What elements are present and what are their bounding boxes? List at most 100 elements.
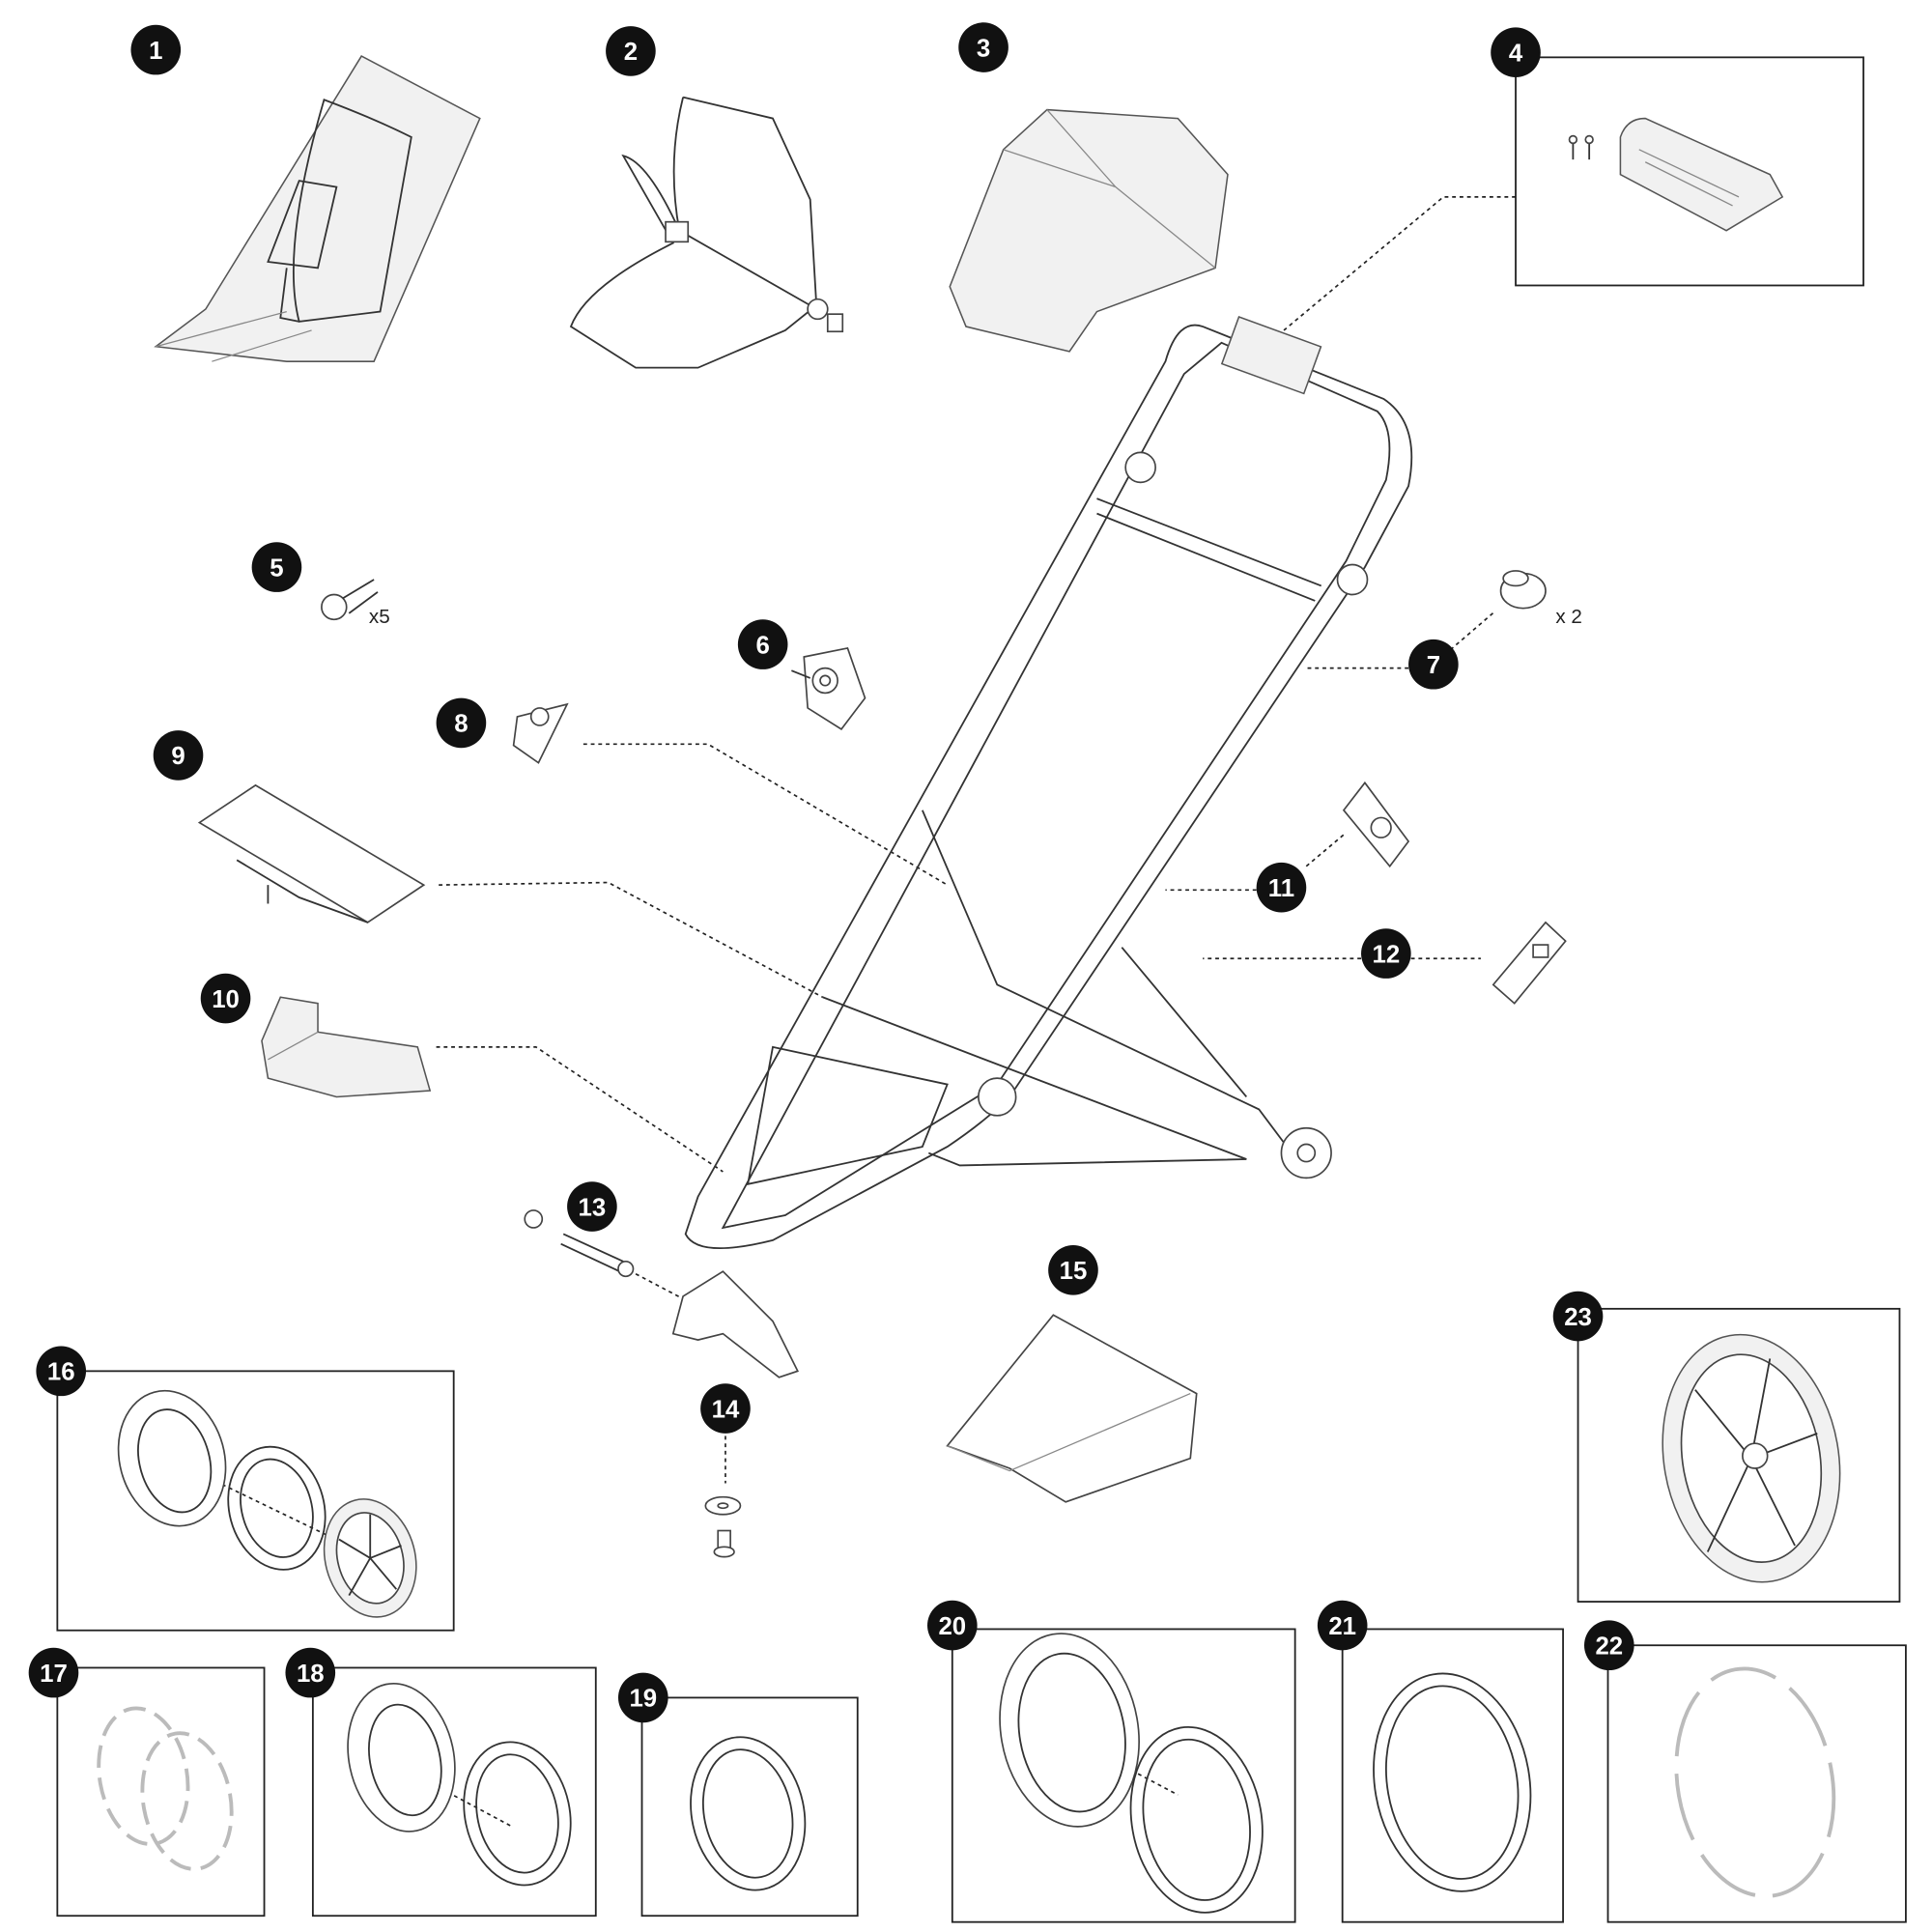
leader-lines bbox=[167, 196, 1517, 1828]
callout-badge-14: 14 bbox=[700, 1383, 751, 1434]
badge-circle bbox=[1584, 1620, 1634, 1671]
callout-badge-21: 21 bbox=[1317, 1600, 1368, 1651]
part-9-tray bbox=[197, 783, 426, 923]
callout-number: 11 bbox=[1268, 875, 1294, 902]
callout-badge-3: 3 bbox=[958, 22, 1009, 72]
part-3-canopy bbox=[949, 108, 1229, 353]
badge-circle bbox=[1317, 1600, 1368, 1651]
part-18-tire-tube bbox=[347, 1682, 572, 1887]
badge-circle bbox=[153, 730, 204, 781]
part-12-latch bbox=[1492, 921, 1567, 1005]
callout-number: 21 bbox=[1328, 1613, 1356, 1640]
callout-badge-19: 19 bbox=[618, 1672, 668, 1723]
callout-number: 8 bbox=[454, 711, 468, 738]
box-part-22 bbox=[1606, 1644, 1907, 1923]
callout-number: 2 bbox=[624, 39, 638, 66]
badge-circle bbox=[200, 973, 251, 1024]
part-16-wheel-assembly bbox=[117, 1389, 417, 1618]
callout-number: 4 bbox=[1509, 40, 1523, 67]
badge-circle bbox=[130, 24, 182, 75]
badge-circle bbox=[251, 542, 302, 592]
part-7-quantity: x 2 bbox=[1555, 606, 1582, 628]
part-14-washer-screw bbox=[704, 1495, 742, 1558]
part-15-basket bbox=[946, 1314, 1198, 1503]
badge-circle bbox=[1552, 1291, 1604, 1342]
part-23-rear-wheel bbox=[1662, 1333, 1841, 1583]
callout-badge-11: 11 bbox=[1256, 862, 1307, 913]
callout-number: 13 bbox=[579, 1194, 607, 1221]
badge-circle bbox=[567, 1181, 617, 1232]
part-17-segments bbox=[97, 1706, 234, 1871]
box-part-19 bbox=[640, 1696, 859, 1918]
part-11-mount bbox=[1342, 781, 1410, 868]
callout-number: 7 bbox=[1427, 652, 1440, 679]
part-20-tire-tube bbox=[999, 1633, 1264, 1914]
badge-circle bbox=[1256, 862, 1307, 913]
badge-circle bbox=[737, 619, 788, 669]
callout-badge-22: 22 bbox=[1584, 1620, 1634, 1671]
callout-number: 19 bbox=[629, 1686, 657, 1713]
callout-badge-20: 20 bbox=[927, 1600, 978, 1651]
callout-badge-6: 6 bbox=[737, 619, 788, 669]
callout-badge-16: 16 bbox=[36, 1346, 87, 1397]
callout-number: 3 bbox=[977, 35, 990, 62]
badge-circle bbox=[958, 22, 1009, 72]
badge-circle bbox=[1491, 27, 1541, 77]
callout-badge-18: 18 bbox=[285, 1647, 336, 1698]
box-part-18 bbox=[311, 1666, 597, 1918]
part-4-handle-grip bbox=[1568, 117, 1784, 232]
badge-circle bbox=[36, 1346, 87, 1397]
callout-badge-12: 12 bbox=[1361, 928, 1411, 979]
box-part-4 bbox=[1515, 56, 1864, 287]
callout-number: 1 bbox=[149, 38, 162, 65]
badge-circle bbox=[606, 26, 656, 76]
box-part-17 bbox=[56, 1666, 266, 1918]
part-10-bumper bbox=[261, 996, 432, 1098]
callout-badge-23: 23 bbox=[1552, 1291, 1604, 1342]
part-22-segments bbox=[1674, 1666, 1836, 1898]
part-5-quantity: x5 bbox=[369, 606, 390, 628]
callout-badge-5: 5 bbox=[251, 542, 302, 592]
box-part-16 bbox=[56, 1370, 455, 1632]
box-part-23 bbox=[1577, 1307, 1901, 1603]
box-part-21 bbox=[1341, 1628, 1564, 1923]
badge-circle bbox=[436, 697, 487, 749]
callout-number: 14 bbox=[712, 1396, 740, 1423]
badge-circle bbox=[618, 1672, 668, 1723]
part-21-tube bbox=[1373, 1672, 1532, 1892]
callout-number: 6 bbox=[755, 632, 769, 659]
part-2-canopy-frame bbox=[569, 96, 844, 369]
callout-badge-10: 10 bbox=[200, 973, 251, 1024]
callout-number: 10 bbox=[212, 986, 240, 1013]
callout-number: 9 bbox=[171, 743, 185, 770]
part-1-infant-seat bbox=[154, 55, 481, 362]
badge-circle bbox=[1408, 639, 1459, 690]
part-boxes bbox=[56, 56, 1907, 1923]
callout-badge-13: 13 bbox=[567, 1181, 617, 1232]
callout-badge-1: 1 bbox=[130, 24, 182, 75]
callout-number: 18 bbox=[297, 1661, 325, 1688]
callout-badge-7: 7 bbox=[1408, 639, 1459, 690]
callout-badge-17: 17 bbox=[28, 1647, 79, 1698]
callout-number: 17 bbox=[40, 1661, 68, 1688]
callout-badge-4: 4 bbox=[1491, 27, 1541, 77]
part-8-bracket bbox=[512, 702, 569, 764]
callout-number: 12 bbox=[1372, 941, 1400, 968]
callout-number: 5 bbox=[270, 554, 283, 582]
badge-circle bbox=[28, 1647, 79, 1698]
part-6-hinge bbox=[791, 647, 867, 730]
callout-badge-8: 8 bbox=[436, 697, 487, 749]
badge-circle bbox=[285, 1647, 336, 1698]
callout-number: 23 bbox=[1564, 1304, 1592, 1331]
callout-number: 16 bbox=[47, 1359, 75, 1386]
callout-badge-9: 9 bbox=[153, 730, 204, 781]
callout-number: 22 bbox=[1595, 1634, 1623, 1661]
callout-number: 20 bbox=[938, 1613, 966, 1640]
callout-badge-2: 2 bbox=[606, 26, 656, 76]
part-5-bolt bbox=[321, 579, 379, 621]
box-part-20 bbox=[951, 1628, 1296, 1923]
callout-badge-15: 15 bbox=[1048, 1245, 1098, 1295]
